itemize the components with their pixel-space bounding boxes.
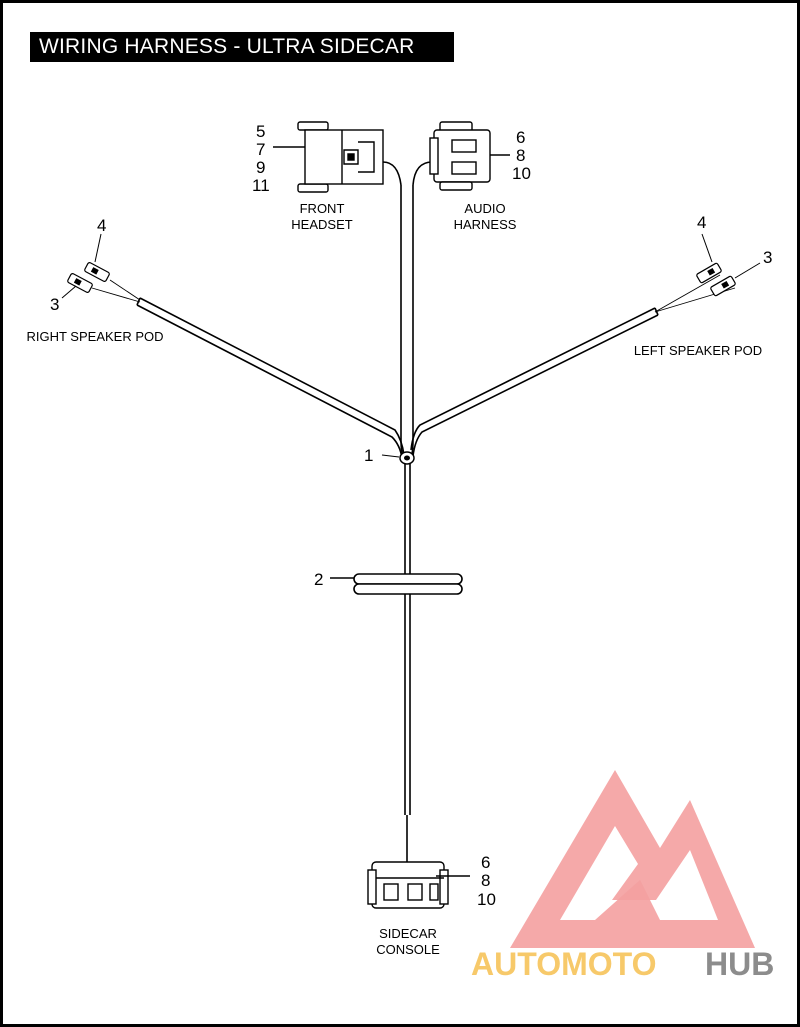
callout-audio-10: 10 [512,164,531,183]
sidecar-console-connector [367,861,470,909]
label-front-headset-line1: FRONT [300,201,345,216]
watermark-logo [510,770,755,948]
callout-headset-5: 5 [256,122,265,141]
label-sidecar-console-line1: SIDECAR [379,926,437,941]
callout-left-pod-4: 4 [697,213,706,232]
callout-console-10: 10 [477,890,496,909]
callout-numbers: 5 7 9 11 6 8 10 4 3 4 3 1 2 6 8 10 [50,122,772,909]
label-sidecar-console-line2: CONSOLE [376,942,440,957]
label-right-speaker-pod: RIGHT SPEAKER POD [26,329,163,344]
audio-harness-connector [429,121,510,191]
callout-audio-6: 6 [516,128,525,147]
left-pod-terminals [696,262,736,297]
right-pod-terminals [67,262,110,293]
grommet [330,573,463,595]
callout-right-pod-4: 4 [97,216,106,235]
component-labels: FRONT HEADSET AUDIO HARNESS RIGHT SPEAKE… [26,201,762,957]
front-headset-connector [273,121,384,193]
callout-audio-8: 8 [516,146,525,165]
label-audio-harness-line1: AUDIO [464,201,505,216]
label-front-headset-line2: HEADSET [291,217,352,232]
callout-headset-11: 11 [252,176,270,195]
callout-junction-1: 1 [364,446,373,465]
harness-wires [136,161,659,862]
watermark-text-part2: HUB [705,946,774,982]
callout-left-pod-3: 3 [763,248,772,267]
junction-clip [381,451,415,465]
callout-headset-7: 7 [256,140,265,159]
watermark-text-part1: AUTOMOTO [471,946,656,982]
speaker-leads [91,274,736,313]
callout-grommet-2: 2 [314,570,323,589]
callout-console-8: 8 [481,871,490,890]
label-audio-harness-line2: HARNESS [454,217,517,232]
label-left-speaker-pod: LEFT SPEAKER POD [634,343,762,358]
callout-console-6: 6 [481,853,490,872]
diagram-title: WIRING HARNESS - ULTRA SIDECAR [30,32,454,62]
callout-headset-9: 9 [256,158,265,177]
callout-right-pod-3: 3 [50,295,59,314]
